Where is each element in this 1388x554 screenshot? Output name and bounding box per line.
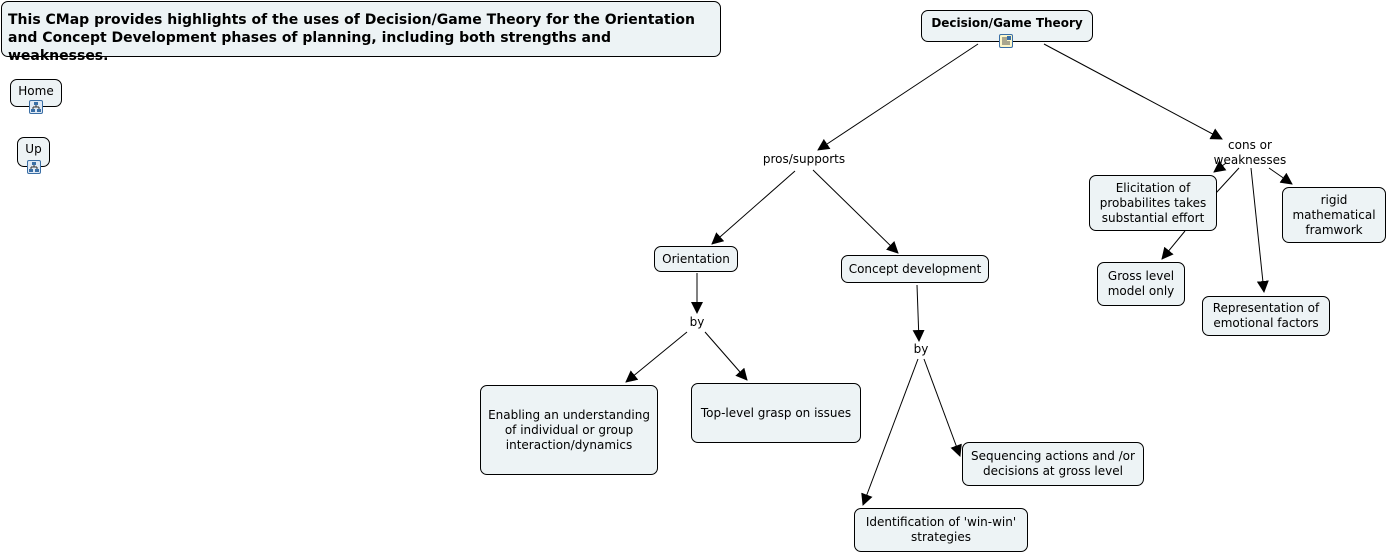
link-elicitation-to-gross xyxy=(1161,230,1186,260)
linking-phrase-pros: pros/supports xyxy=(762,152,846,166)
link-root-to-cons xyxy=(1043,43,1223,140)
linking-phrase-by-orientation: by xyxy=(689,315,705,329)
concept-orientation[interactable]: Orientation xyxy=(654,246,738,272)
document-resource-icon[interactable] xyxy=(999,34,1013,48)
link-by-to-enabling xyxy=(625,331,688,383)
link-by-to-toplevel xyxy=(704,331,748,381)
link-root-to-pros xyxy=(817,43,979,151)
link-cons-to-rigid xyxy=(1268,167,1293,185)
linking-phrase-by-concept: by xyxy=(913,342,929,356)
concept-enabling-understanding[interactable]: Enabling an understanding of individual … xyxy=(480,385,658,475)
link-concept-to-by xyxy=(912,284,925,342)
concept-sequencing-actions[interactable]: Sequencing actions and /or decisions at … xyxy=(962,442,1144,486)
concept-representation[interactable]: Representation of emotional factors xyxy=(1202,296,1330,336)
link-cons-to-representation xyxy=(1250,167,1269,293)
up-label: Up xyxy=(25,141,42,156)
link-pros-to-concept xyxy=(812,169,899,254)
map-description: This CMap provides highlights of the use… xyxy=(1,1,721,64)
concept-gross-level[interactable]: Gross level model only xyxy=(1097,262,1185,306)
link-by-to-sequencing xyxy=(923,358,962,457)
concept-concept-development[interactable]: Concept development xyxy=(841,255,989,283)
link-cons-to-elicitation xyxy=(1215,167,1240,194)
linking-phrase-cons: cons or weaknesses xyxy=(1213,138,1287,167)
home-label: Home xyxy=(18,83,54,98)
link-by-to-winwin xyxy=(861,358,919,506)
concept-top-level-grasp[interactable]: Top-level grasp on issues xyxy=(691,383,861,443)
concept-map-link-icon[interactable] xyxy=(29,100,43,114)
link-pros-to-orientation xyxy=(711,170,796,245)
root-label: Decision/Game Theory xyxy=(931,15,1083,30)
concept-win-win[interactable]: Identification of 'win-win' strategies xyxy=(854,508,1028,552)
concept-rigid-framework[interactable]: rigid mathematical framwork xyxy=(1282,187,1386,243)
concept-map-link-icon[interactable] xyxy=(27,160,41,174)
concept-elicitation[interactable]: Elicitation of probabilites takes substa… xyxy=(1089,175,1217,231)
